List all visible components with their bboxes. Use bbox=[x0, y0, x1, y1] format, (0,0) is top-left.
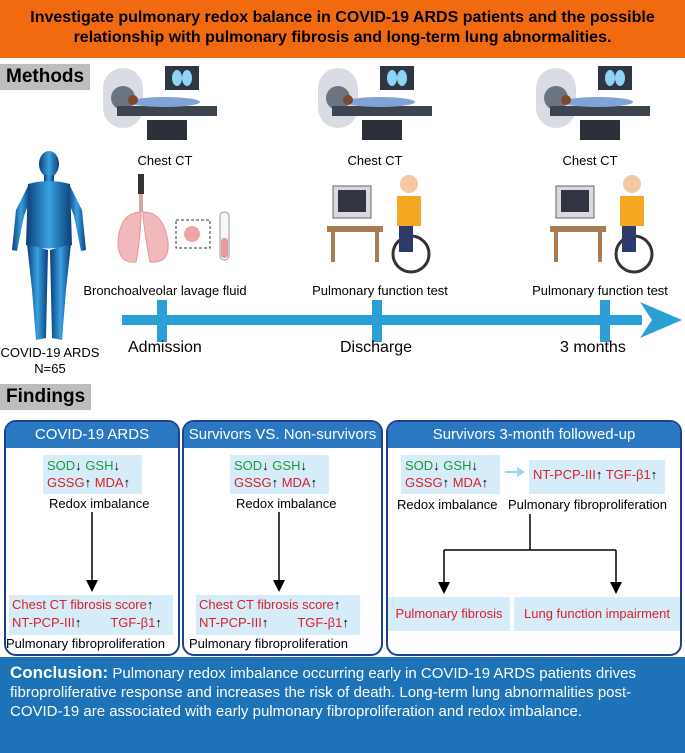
pft-caption-3months: Pulmonary function test bbox=[532, 283, 668, 298]
ct-fibrosis-score: Chest CT fibrosis score bbox=[12, 597, 147, 612]
gsh-marker: GSH bbox=[443, 458, 472, 473]
redox-imbalance-label: Redox imbalance bbox=[49, 496, 150, 511]
human-body-icon bbox=[12, 151, 86, 340]
mda-marker: MDA bbox=[94, 475, 124, 490]
conclusion-box: Conclusion: Pulmonary redox imbalance oc… bbox=[0, 657, 685, 753]
spirometry-icon bbox=[550, 175, 654, 274]
down-arrow bbox=[86, 512, 98, 592]
timeline-arrow bbox=[122, 300, 682, 342]
mda-marker: MDA bbox=[281, 475, 311, 490]
panel-title: Survivors 3-month followed-up bbox=[388, 422, 680, 448]
redox-imbalance-label: Redox imbalance bbox=[397, 497, 498, 512]
mda-marker: MDA bbox=[452, 475, 482, 490]
ct-caption-3months: Chest CT bbox=[562, 153, 618, 168]
sod-marker: SOD bbox=[47, 458, 76, 473]
findings-label: Findings bbox=[0, 384, 92, 410]
redox-markers: SOD↓ GSH↓ GSSG↑ MDA↑ bbox=[230, 455, 329, 494]
ct-scanner-icon bbox=[536, 66, 650, 140]
gsh-marker: GSH bbox=[272, 458, 301, 473]
ct-caption-admission: Chest CT bbox=[137, 153, 193, 168]
cohort-n: N=65 bbox=[34, 361, 66, 376]
ct-caption-discharge: Chest CT bbox=[347, 153, 403, 168]
fibroproliferation-label: Pulmonary fibroproliferation bbox=[508, 497, 667, 512]
redox-imbalance-label: Redox imbalance bbox=[236, 496, 337, 511]
conclusion-lead: Conclusion: bbox=[10, 663, 109, 682]
pft-caption-discharge: Pulmonary function test bbox=[312, 283, 448, 298]
ct-scanner-icon bbox=[103, 66, 217, 140]
title-banner: Investigate pulmonary redox balance in C… bbox=[0, 0, 685, 58]
gsh-marker: GSH bbox=[85, 458, 114, 473]
fibro-markers-3month: NT-PCP-III↑ TGF-β1↑ bbox=[529, 460, 665, 494]
timeline-admission: Admission bbox=[128, 339, 202, 356]
methods-label: Methods bbox=[0, 64, 91, 90]
fibro-markers: Chest CT fibrosis score↑ NT-PCP-III↑ TGF… bbox=[196, 595, 360, 635]
redox-markers: SOD↓ GSH↓ GSSG↑ MDA↑ bbox=[43, 455, 142, 494]
ct-fibrosis-score: Chest CT fibrosis score bbox=[199, 597, 334, 612]
branch-arrow bbox=[438, 514, 622, 594]
fibroproliferation-label: Pulmonary fibroproliferation bbox=[6, 636, 165, 651]
timeline-discharge: Discharge bbox=[340, 339, 413, 356]
fibroproliferation-label: Pulmonary fibroproliferation bbox=[189, 636, 348, 651]
fibro-markers: Chest CT fibrosis score↑ NT-PCP-III↑ TGF… bbox=[9, 595, 173, 635]
lung-function-impairment-box: Lung function impairment bbox=[514, 597, 680, 631]
timeline-3months: 3 months bbox=[560, 339, 626, 356]
page-title: Investigate pulmonary redox balance in C… bbox=[30, 9, 655, 46]
ntpcp-marker: NT-PCP-III bbox=[533, 467, 596, 482]
tgf-marker: TGF-β1 bbox=[605, 467, 651, 482]
panel-title: Survivors VS. Non-survivors bbox=[184, 422, 381, 448]
right-arrow-icon bbox=[505, 467, 525, 477]
gssg-marker: GSSG bbox=[405, 475, 443, 490]
conclusion-text: Pulmonary redox imbalance occurring earl… bbox=[10, 665, 636, 720]
tgf-marker: TGF-β1 bbox=[110, 615, 156, 630]
ntpcp-marker: NT-PCP-III bbox=[12, 615, 75, 630]
ntpcp-marker: NT-PCP-III bbox=[199, 615, 262, 630]
tgf-marker: TGF-β1 bbox=[297, 615, 343, 630]
redox-markers: SOD↓ GSH↓ GSSG↑ MDA↑ bbox=[401, 455, 500, 494]
gssg-marker: GSSG bbox=[234, 475, 272, 490]
pulmonary-fibrosis-box: Pulmonary fibrosis bbox=[388, 597, 510, 631]
cohort-name: COVID-19 ARDS bbox=[0, 345, 100, 360]
ct-scanner-icon bbox=[318, 66, 432, 140]
sod-marker: SOD bbox=[405, 458, 434, 473]
down-arrow bbox=[273, 512, 285, 592]
balf-caption: Bronchoalveolar lavage fluid bbox=[83, 283, 247, 298]
sod-marker: SOD bbox=[234, 458, 263, 473]
spirometry-icon bbox=[327, 175, 431, 274]
panel-title: COVID-19 ARDS bbox=[6, 422, 178, 448]
lungs-icon bbox=[117, 174, 230, 263]
gssg-marker: GSSG bbox=[47, 475, 85, 490]
